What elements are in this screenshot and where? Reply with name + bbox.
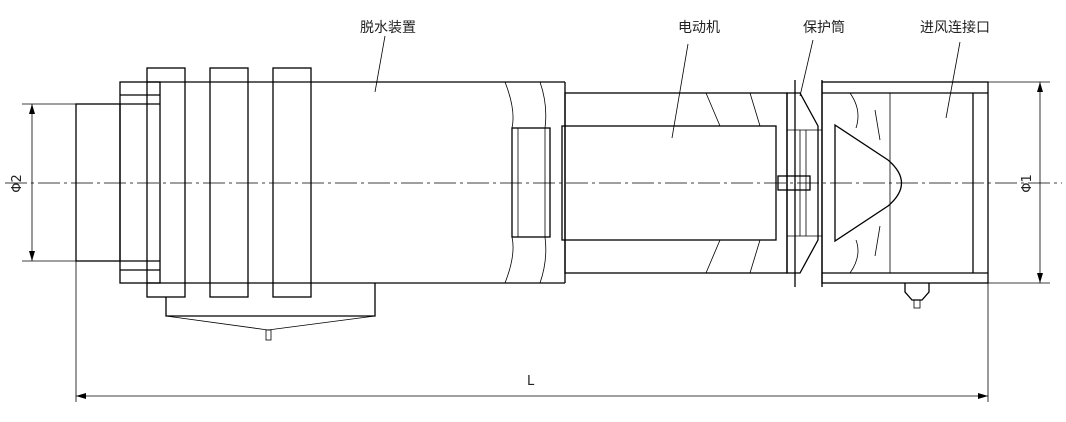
dimension-length xyxy=(75,261,989,402)
protective-cylinder xyxy=(777,80,823,287)
flange-section xyxy=(119,81,161,284)
label-motor: 电动机 xyxy=(678,20,720,36)
label-dewatering-device: 脱水装置 xyxy=(360,20,416,36)
air-inlet-connector xyxy=(821,81,989,309)
inlet-pipe xyxy=(75,103,121,262)
dimension-phi1-label: Φ1 xyxy=(1019,174,1035,193)
drain-hopper xyxy=(165,283,376,341)
dimension-length-label: L xyxy=(527,374,535,389)
dimension-phi2 xyxy=(22,103,76,262)
clamp-rings xyxy=(146,67,312,298)
label-air-inlet-connector: 进风连接口 xyxy=(920,20,990,36)
dimension-phi1 xyxy=(988,81,1050,284)
dewatering-body xyxy=(311,81,566,284)
leader-lines xyxy=(374,35,961,139)
dimension-phi2-label: Φ2 xyxy=(9,174,25,193)
label-protective-cylinder: 保护筒 xyxy=(803,20,845,36)
